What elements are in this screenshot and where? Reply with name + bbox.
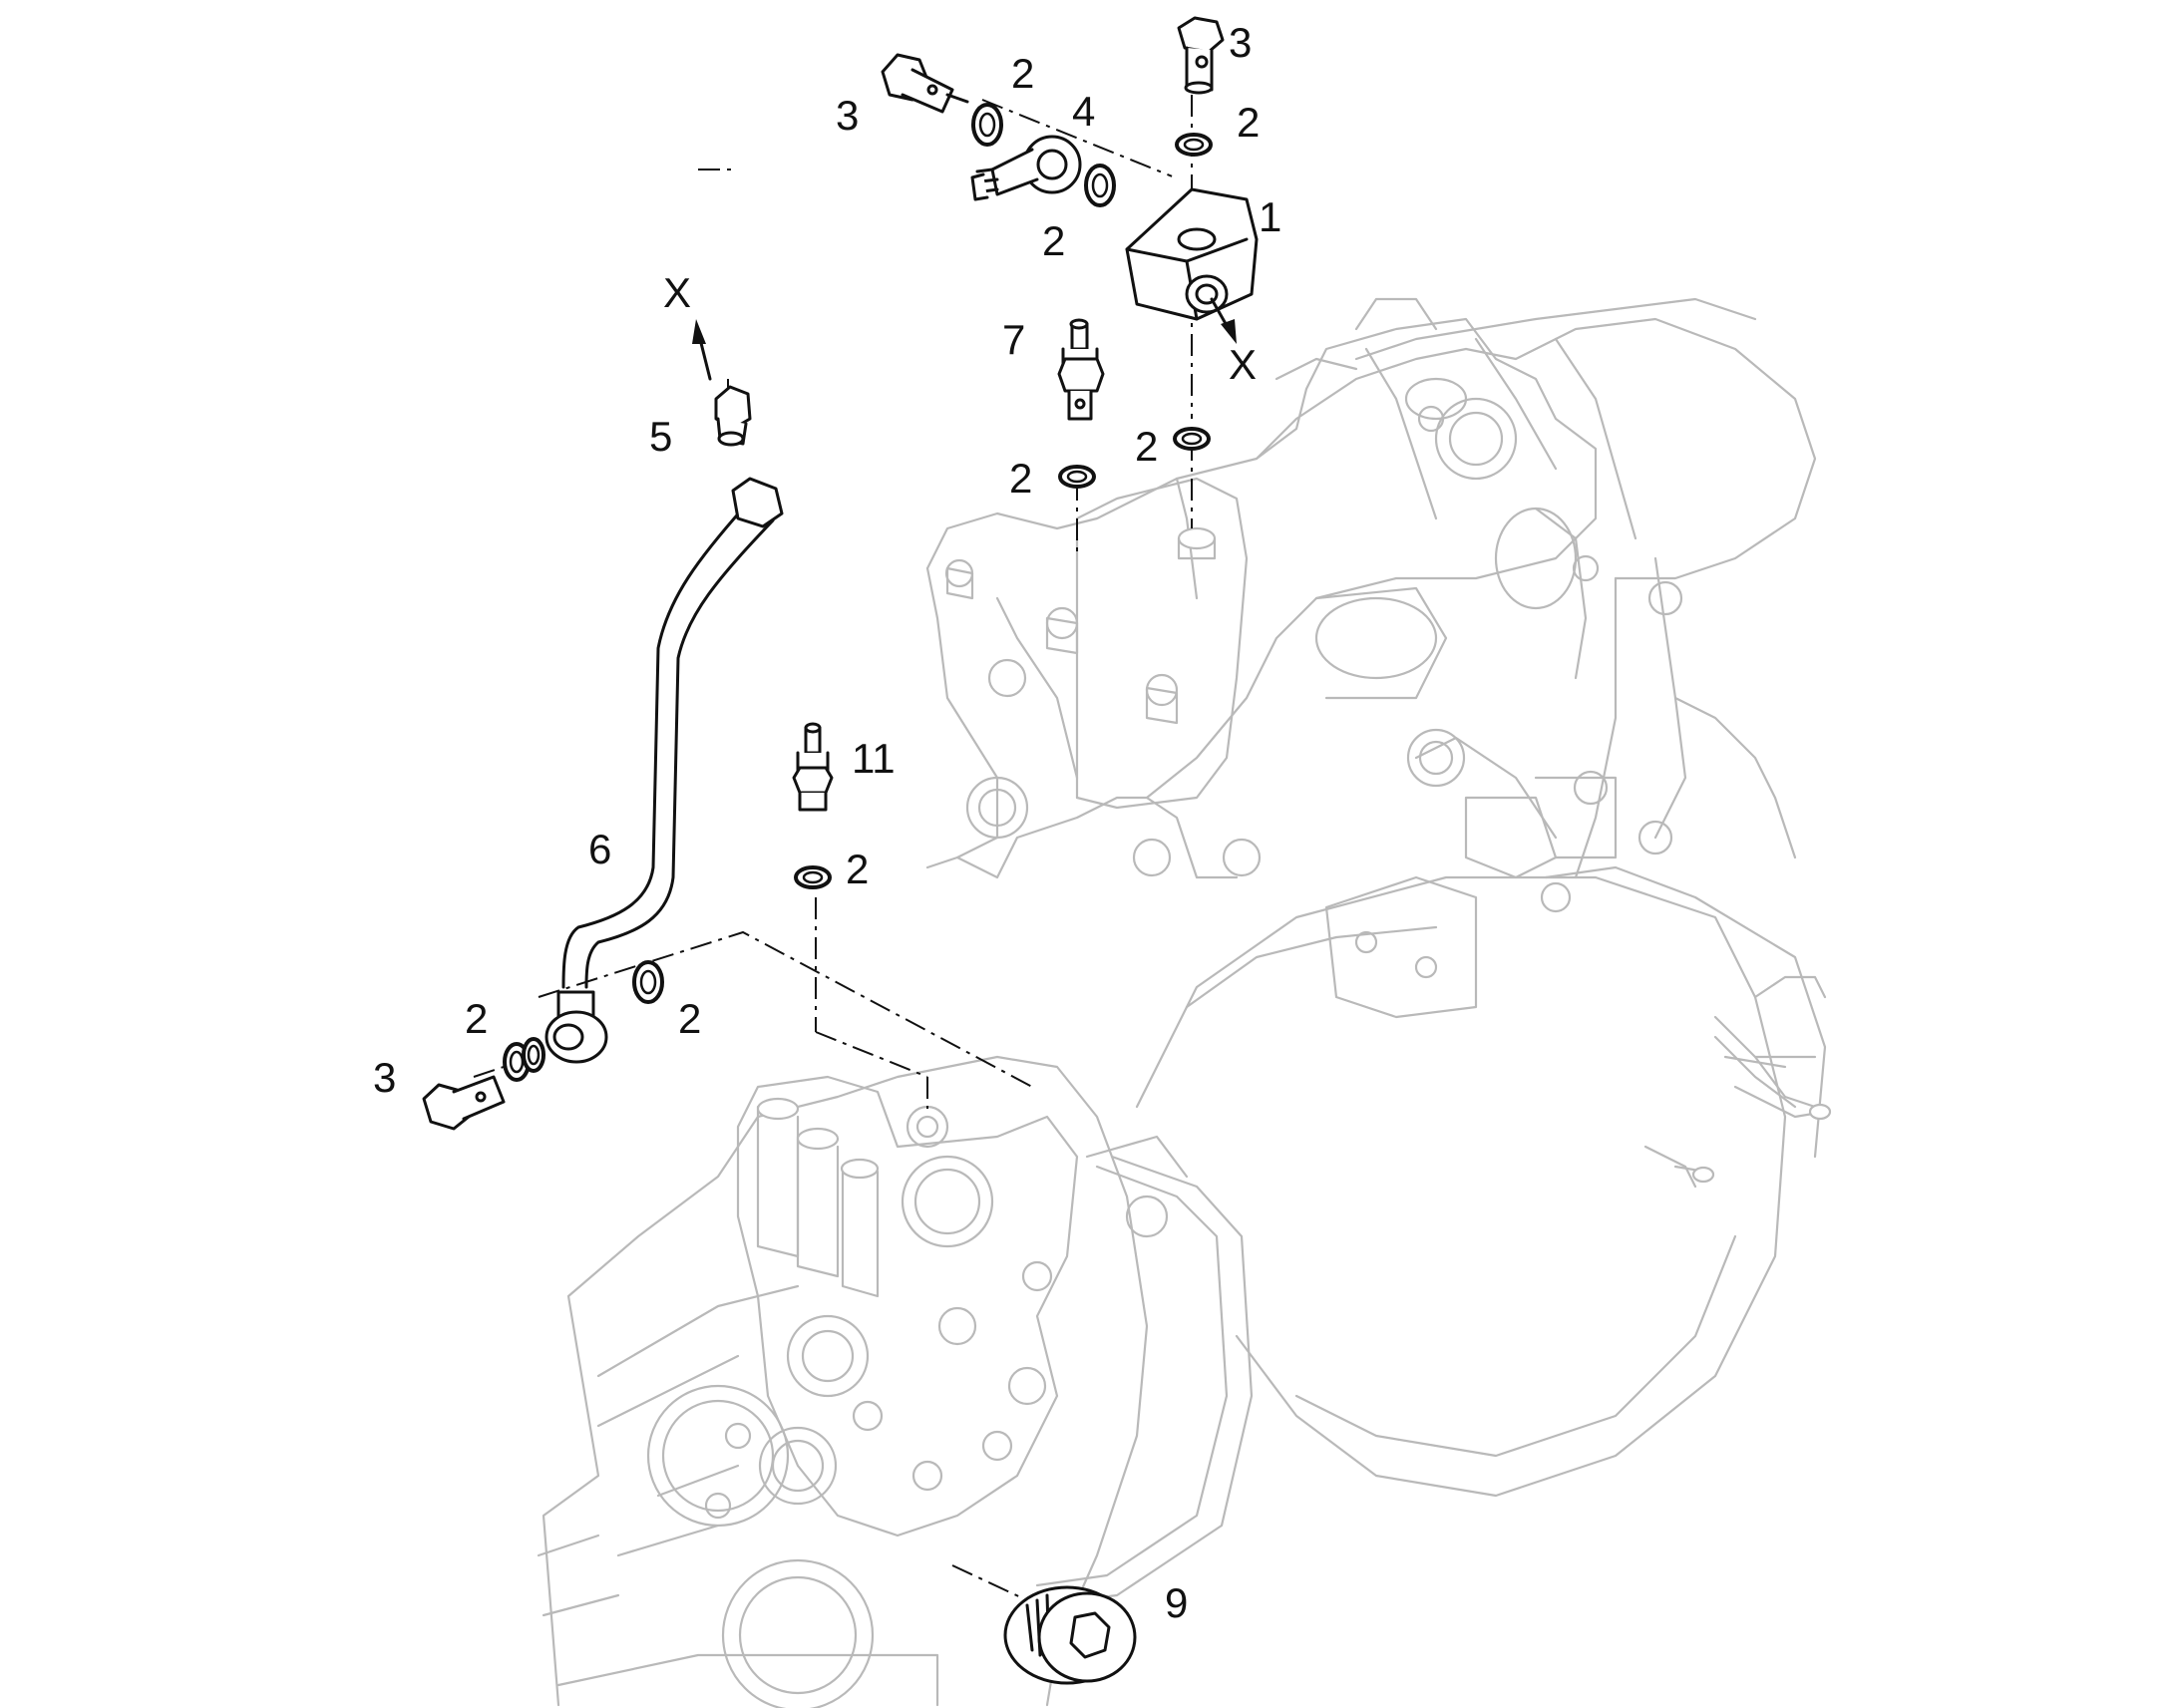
assembly-lines: [473, 55, 1193, 1601]
washer-pipe-left-b: [522, 1037, 545, 1073]
washer-mid: [1084, 164, 1116, 207]
engine-block-outline: [537, 297, 1832, 1708]
callout-2-c: 2: [1042, 217, 1065, 264]
callout-x-block: X: [1229, 341, 1257, 388]
fitting-7: [1057, 318, 1105, 421]
hollow-bolt-3-lower: [422, 1075, 506, 1131]
washer-top-left: [971, 103, 1003, 147]
callout-2-f: 2: [846, 846, 869, 892]
callout-7: 7: [1002, 316, 1025, 363]
union-fitting-5: [714, 385, 752, 447]
washer-fitting-7: [1058, 465, 1096, 489]
callout-9: 9: [1165, 1579, 1188, 1626]
callout-2-h: 2: [678, 995, 701, 1042]
callout-2-d: 2: [1135, 423, 1158, 470]
callout-4: 4: [1072, 88, 1095, 135]
callout-x-top: X: [663, 269, 691, 316]
callout-2-b: 2: [1237, 99, 1260, 146]
callout-5: 5: [649, 413, 672, 460]
callout-2-a: 2: [1011, 50, 1034, 97]
connection-arrows: [692, 297, 1237, 381]
washer-block-bottom: [1173, 427, 1211, 451]
callout-6: 6: [588, 826, 611, 872]
callout-3-left: 3: [836, 92, 859, 139]
fuel-pipe-6: [545, 477, 784, 1064]
callout-labels: 1 2 2 2 2 2 2 2 2 2 3 3 3 4 5 6 7 9 11 X…: [373, 19, 1281, 1626]
callout-11: 11: [852, 735, 896, 782]
hollow-bolt-3-top: [1177, 16, 1225, 95]
fitting-block-1: [1125, 187, 1259, 321]
washer-fitting-11: [794, 865, 832, 889]
callout-3-top: 3: [1229, 19, 1252, 66]
callout-3-lower: 3: [373, 1054, 396, 1101]
callout-2-e: 2: [1009, 455, 1032, 502]
callout-1: 1: [1259, 193, 1281, 240]
washer-top-right: [1175, 133, 1213, 157]
plug-9: [1003, 1585, 1137, 1685]
callout-2-g: 2: [465, 995, 488, 1042]
washer-pipe-right: [632, 960, 664, 1004]
banjo-fitting-4: [970, 135, 1082, 201]
hollow-bolt-3-left: [881, 53, 969, 114]
fitting-11: [792, 722, 834, 812]
washers-2: [503, 103, 1213, 1082]
